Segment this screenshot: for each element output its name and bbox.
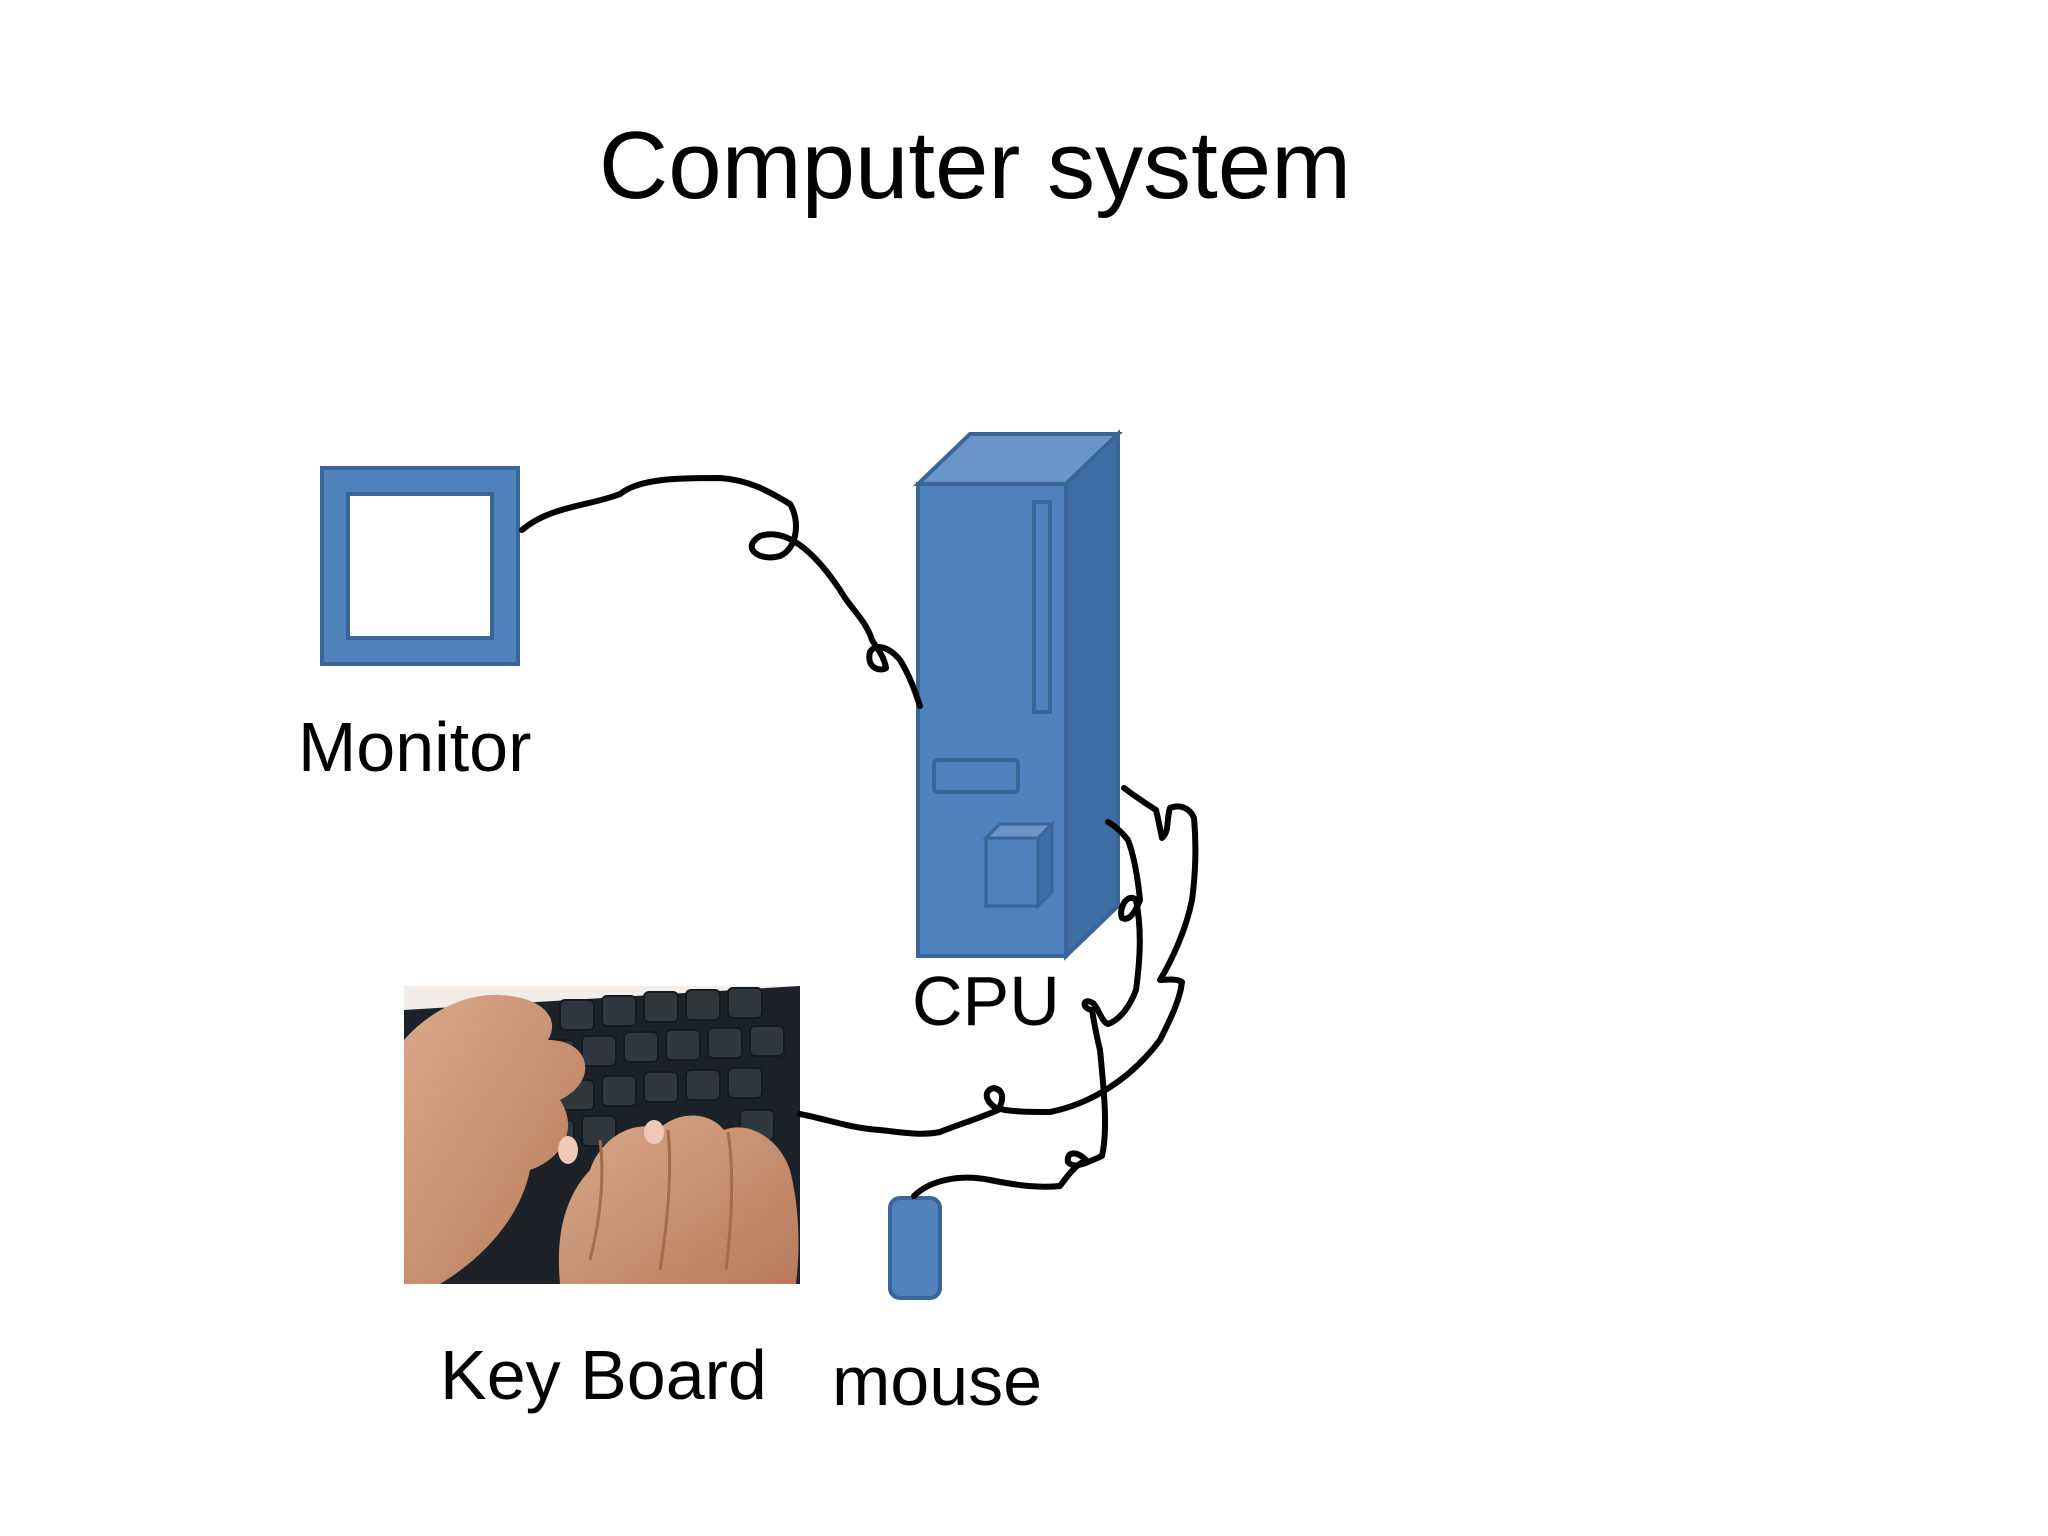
keyboard-cable: [797, 785, 1199, 1137]
keyboard-label: Key Board: [440, 1336, 767, 1414]
mouse-cable: [911, 819, 1143, 1199]
keyboard-image: [404, 986, 800, 1284]
monitor-label: Monitor: [298, 708, 532, 786]
mouse-label: mouse: [832, 1342, 1043, 1420]
cpu-drive-cube: [982, 820, 1056, 910]
mouse-icon: [888, 1196, 942, 1300]
monitor-cable: [519, 475, 923, 709]
monitor-icon: [320, 466, 520, 666]
cpu-tower-icon: [913, 429, 1123, 961]
cpu-label: CPU: [912, 962, 1060, 1040]
diagram-title: Computer system: [598, 112, 1352, 219]
